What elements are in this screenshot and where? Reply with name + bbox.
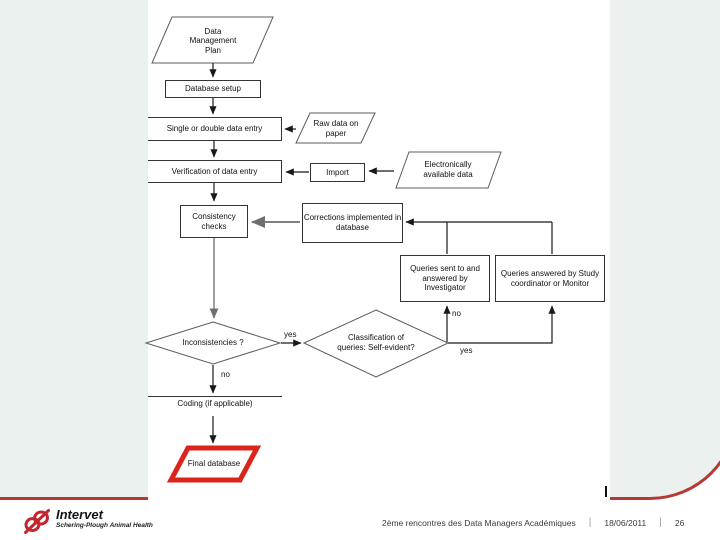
node-consistency-checks: Consistency checks [180,205,248,238]
node-database-setup: Database setup [165,80,261,98]
footer-date: 18/06/2011 [604,517,647,528]
node-verification: Verification of data entry [148,160,282,183]
edge-label-no-2: no [452,309,461,318]
text-cursor-artifact [605,486,607,497]
footer-page-number: 26 [674,517,685,528]
node-single-double-entry: Single or double data entry [148,117,282,141]
intervet-logo-icon [24,509,50,534]
classification-diamond [302,309,450,378]
node-electronic-data-label: Electronically available data [423,160,473,179]
edge-label-yes-2: yes [460,346,473,355]
brand-name: Intervet [56,507,103,522]
raw-data-parallelogram [295,112,376,144]
brand-tagline: Schering-Plough Animal Health [56,522,153,529]
dmp-parallelogram [151,16,274,64]
node-final-database-label: Final database [187,459,241,469]
node-inconsistencies-label: Inconsistencies ? [182,338,244,348]
edge-d2-yes-queriescoord [448,305,556,344]
edge-label-yes-1: yes [284,330,297,339]
slide-footer: 2ème rencontres des Data Managers Académ… [382,517,684,528]
node-coding: Coding (if applicable) [148,396,282,416]
electronic-data-parallelogram [395,151,502,189]
node-queries-investigator: Queries sent to and answered by Investig… [400,255,490,302]
node-import: Import [310,163,365,182]
node-queries-coordinator: Queries answered by Study coordinator or… [495,255,605,302]
intervet-logo: Intervet Schering-Plough Animal Health [22,508,153,535]
node-corrections: Corrections implemented in database [302,203,403,243]
footer-separator: | [588,517,592,528]
edge-label-no-1: no [221,370,230,379]
footer-event-title: 2ème rencontres des Data Managers Académ… [382,517,576,528]
node-raw-data-label: Raw data on paper [313,119,359,138]
node-dmp-label: Data Management Plan [189,26,237,55]
inconsistencies-diamond [144,321,282,365]
final-database-parallelogram [166,445,262,483]
footer-separator: | [659,517,662,528]
node-classification-label: Classification of queries: Self-evident? [337,333,415,352]
